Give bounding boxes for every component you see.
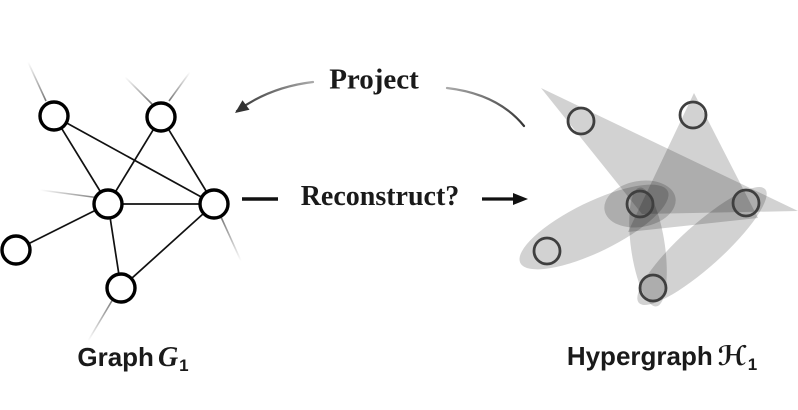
graph-edge-stub <box>220 216 242 262</box>
hypergraph-node <box>638 273 668 303</box>
graph-edge <box>53 115 109 205</box>
graph-node <box>0 234 32 266</box>
graph-node <box>92 188 124 220</box>
reconstruct-label: Reconstruct? <box>300 181 460 212</box>
graph-edge <box>107 116 162 205</box>
hyperedge-blob <box>541 88 798 214</box>
graph-edge-stub <box>39 189 101 199</box>
project-curve-left <box>235 80 315 113</box>
reconstruct-arrowhead <box>513 193 528 205</box>
hyperedge-blob <box>637 187 767 305</box>
graph-node-layer <box>0 100 230 304</box>
graph-edge-stub <box>87 298 114 342</box>
graph-caption-word: Graph <box>77 342 154 372</box>
project-curve-right <box>445 86 526 128</box>
hyperedge-blob <box>604 180 676 228</box>
graph-edge-stub <box>27 61 47 102</box>
graph-edge-stub <box>124 76 153 105</box>
hypergraph-node-layer <box>532 100 761 303</box>
graph-node <box>105 272 137 304</box>
project-label: Project <box>329 63 419 96</box>
hyperedge-blob <box>519 184 669 270</box>
hypergraph-symbol: ℋ <box>717 341 747 372</box>
graph-stub-layer <box>27 61 242 342</box>
graph-edge <box>160 116 215 205</box>
graph-node <box>198 188 230 220</box>
hypergraph-subscript: 1 <box>747 355 758 374</box>
graph-symbol: G <box>157 342 179 373</box>
graph-edge <box>15 203 109 251</box>
graph-node <box>38 100 70 132</box>
hypergraph-node <box>625 189 655 219</box>
graph-node <box>145 101 177 133</box>
hyperedge-blob <box>628 93 758 232</box>
project-arrowhead <box>235 100 250 113</box>
graph-subscript: 1 <box>179 356 189 375</box>
graph-edge-stub <box>168 71 191 102</box>
hypergraph-node <box>678 100 708 130</box>
hypergraph-caption-word: Hypergraph <box>566 341 713 371</box>
connector-layer <box>235 80 528 205</box>
graph-edge <box>120 203 215 289</box>
hypergraph-node <box>731 188 761 218</box>
hypergraph-node <box>532 236 562 266</box>
hypergraph-node <box>566 106 596 136</box>
